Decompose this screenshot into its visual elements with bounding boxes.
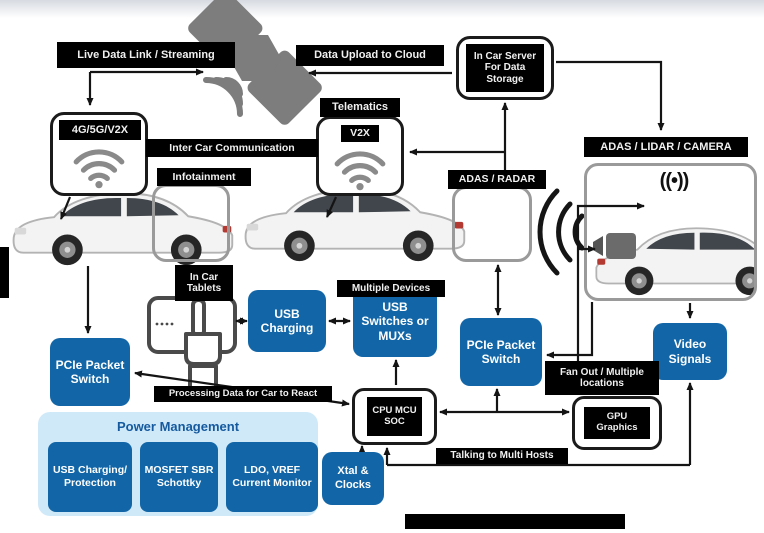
label-multiple-devices: Multiple Devices: [337, 280, 445, 297]
pcie-switch-right-node: PCIe Packet Switch: [460, 318, 542, 386]
cpu-box: CPU MCU SOC: [352, 388, 437, 445]
label-inter-car-communication: Inter Car Communication: [146, 139, 318, 157]
gpu-box: GPU Graphics: [572, 396, 662, 450]
video-signals-node: Video Signals: [653, 323, 727, 380]
top-gradient-bar: [0, 0, 764, 18]
pm-item-mosfet: MOSFET SBR Schottky: [140, 442, 218, 512]
pcie-switch-left-node: PCIe Packet Switch: [50, 338, 130, 406]
cpu-label: CPU MCU SOC: [367, 397, 422, 436]
usb-charging-node: USB Charging: [248, 290, 326, 352]
bottom-caption-bar: [405, 514, 625, 529]
label-adas-radar: ADAS / RADAR: [448, 170, 546, 189]
in-car-server-label: In Car Server For Data Storage: [466, 44, 544, 92]
comm-left-box: 4G/5G/V2X: [50, 112, 148, 196]
tablet-touch-icon: [147, 296, 237, 390]
infotainment-zone-box: [152, 184, 230, 262]
v2x-box: V2X: [316, 116, 404, 196]
label-telematics: Telematics: [320, 98, 400, 117]
label-infotainment: Infotainment: [157, 168, 251, 186]
label-live-data-link: Live Data Link / Streaming: [57, 42, 235, 68]
adas-radar-zone-box: [452, 186, 532, 262]
in-car-server-box: In Car Server For Data Storage: [456, 36, 554, 100]
wifi-icon: [73, 149, 125, 189]
label-processing-data: Processing Data for Car to React: [154, 386, 332, 402]
power-management-panel: Power Management USB Charging/ Protectio…: [38, 412, 318, 516]
label-adas-lidar-camera: ADAS / LIDAR / CAMERA: [584, 137, 748, 157]
comm-left-label: 4G/5G/V2X: [59, 120, 141, 140]
left-edge-bar: [0, 247, 9, 298]
rear-sensor-icon: [593, 233, 636, 259]
label-data-upload: Data Upload to Cloud: [296, 45, 444, 66]
label-in-car-tablets: In Car Tablets: [175, 265, 233, 301]
pm-item-usb-protection: USB Charging/ Protection: [48, 442, 132, 512]
adas-lidar-camera-box: ((•)): [584, 163, 757, 301]
rf-signal-icon: ((•)): [659, 170, 690, 192]
label-talking-multi-hosts: Talking to Multi Hosts: [436, 448, 568, 464]
wifi-icon: [334, 151, 386, 191]
gpu-label: GPU Graphics: [584, 407, 650, 439]
power-management-title: Power Management: [116, 419, 240, 434]
xtal-clocks-node: Xtal & Clocks: [322, 452, 384, 505]
usb-switches-node: USB Switches or MUXs: [353, 286, 437, 357]
pm-item-ldo-vref: LDO, VREF Current Monitor: [226, 442, 318, 512]
label-fan-out: Fan Out / Multiple locations: [545, 361, 659, 395]
v2x-label: V2X: [341, 125, 379, 142]
